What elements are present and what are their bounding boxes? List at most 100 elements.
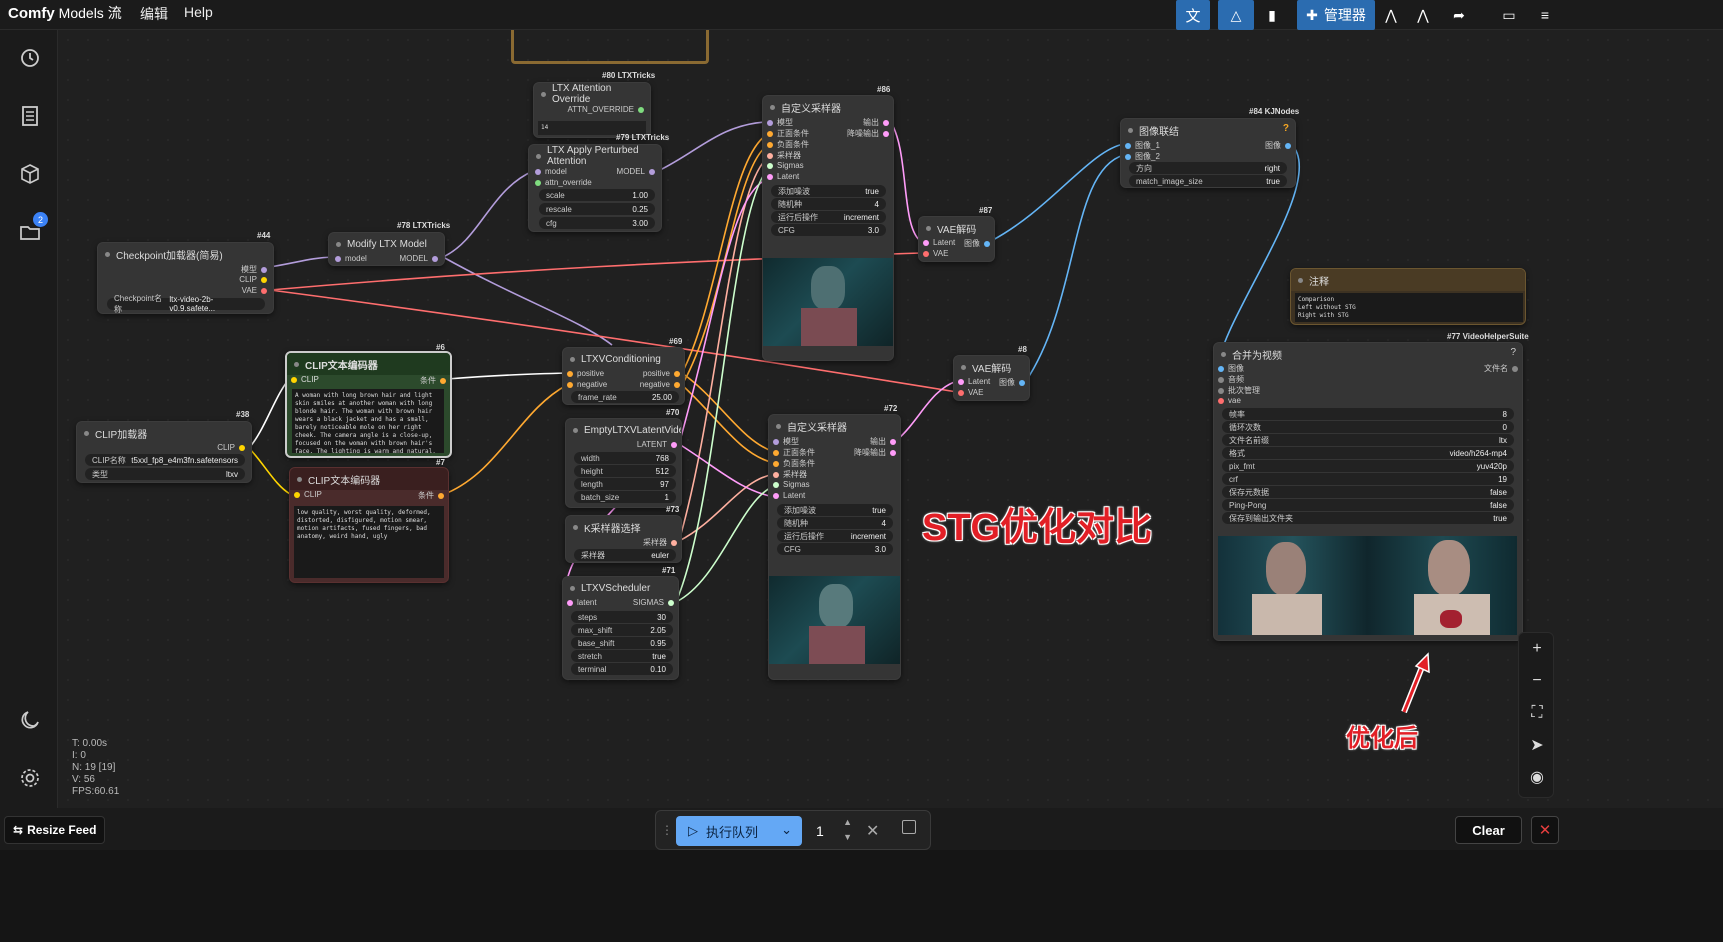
logo-b-button[interactable]: ⋀ (1410, 0, 1436, 30)
node-clip-text-encode-positive[interactable]: CLIP文本编码器 CLIP 条件 A woman with long brow… (285, 351, 452, 458)
node-vae-decode-8[interactable]: VAE解码 Latent VAE 图像 (953, 355, 1030, 401)
share-button[interactable]: ➦ (1446, 0, 1472, 30)
input-attn-override[interactable]: attn_override (531, 178, 592, 187)
video-preview-comparison[interactable] (1218, 536, 1517, 635)
fit-view-button[interactable]: ⛶ (1527, 703, 1547, 723)
help-mark[interactable]: ? (1510, 347, 1516, 358)
output-model[interactable]: MODEL (617, 167, 659, 176)
output-image[interactable]: 图像 (1265, 140, 1295, 151)
negative-prompt-text[interactable]: low quality, worst quality, deformed, di… (294, 506, 444, 578)
output-conditioning[interactable]: 条件 (420, 375, 450, 386)
help-mark[interactable]: ? (1282, 123, 1289, 134)
input-sigmas[interactable]: Sigmas (769, 480, 810, 489)
output-image[interactable]: 图像 (964, 238, 994, 249)
input-clip[interactable]: CLIP (287, 375, 319, 384)
logo-a-button[interactable]: ⋀ (1378, 0, 1404, 30)
node-vae-decode-87[interactable]: VAE解码 Latent VAE 图像 (918, 216, 995, 262)
select-mode-button[interactable]: ➤ (1527, 735, 1547, 755)
node-clip-text-encode-negative[interactable]: CLIP文本编码器 CLIP 条件 low quality, worst qua… (289, 467, 449, 583)
input-sampler[interactable]: 采样器 (763, 150, 801, 161)
input-sampler[interactable]: 采样器 (769, 469, 807, 480)
translate-button[interactable]: 文 (1176, 0, 1210, 30)
zoom-out-button[interactable]: − (1527, 671, 1547, 691)
sidebar-settings[interactable] (14, 762, 46, 794)
toggle-links-button[interactable]: ◉ (1527, 767, 1547, 787)
input-latent[interactable]: Latent (919, 238, 955, 247)
input-model[interactable]: model (331, 254, 367, 263)
input-negative[interactable]: 负面条件 (769, 458, 815, 469)
preview-image-without-stg[interactable] (763, 258, 893, 346)
node-custom-sampler-72[interactable]: 自定义采样器 模型 正面条件 负面条件 采样器 Sigmas Latent 输出… (768, 414, 901, 680)
output-model[interactable]: MODEL (400, 254, 442, 263)
input-positive[interactable]: 正面条件 (763, 128, 809, 139)
output-positive[interactable]: positive (643, 369, 684, 378)
menu-edit[interactable]: 编辑 (140, 6, 168, 22)
group-frame[interactable] (511, 30, 709, 64)
input-image-1[interactable]: 图像_1 (1121, 140, 1160, 151)
sidebar-theme-toggle[interactable] (14, 704, 46, 736)
output-clip[interactable]: CLIP (239, 275, 271, 284)
input-sigmas[interactable]: Sigmas (763, 161, 804, 170)
input-latent[interactable]: latent (563, 598, 597, 607)
queue-count-input[interactable]: 1 ▲ ▼ (806, 816, 856, 846)
input-negative[interactable]: 负面条件 (763, 139, 809, 150)
stepper-down-icon[interactable]: ▼ (843, 832, 852, 842)
input-vae[interactable]: vae (1214, 396, 1241, 405)
input-model[interactable]: 模型 (769, 436, 799, 447)
run-queue-button[interactable]: ▷执行队列 ⌄ (676, 816, 802, 846)
zoom-in-button[interactable]: + (1527, 639, 1547, 659)
output-model[interactable]: 模型 (241, 264, 271, 275)
output-output[interactable]: 输出 (870, 436, 900, 447)
stepper-up-icon[interactable]: ▲ (843, 817, 852, 827)
output-clip[interactable]: CLIP (217, 443, 249, 452)
sidebar-queue[interactable] (14, 100, 46, 132)
input-audio[interactable]: 音频 (1214, 374, 1244, 385)
output-vae[interactable]: VAE (242, 286, 271, 295)
node-custom-sampler-86[interactable]: 自定义采样器 模型 正面条件 负面条件 采样器 Sigmas Latent 输出… (762, 95, 894, 361)
output-filenames[interactable]: 文件名 (1484, 363, 1522, 374)
input-positive[interactable]: 正面条件 (769, 447, 815, 458)
output-image[interactable]: 图像 (999, 377, 1029, 388)
input-clip[interactable]: CLIP (290, 490, 322, 499)
node-note[interactable]: 注释 Comparison Left without STG Right wit… (1290, 268, 1526, 325)
input-latent[interactable]: Latent (763, 172, 799, 181)
preview-image-with-stg[interactable] (769, 576, 900, 664)
sidebar-history[interactable] (14, 42, 46, 74)
positive-prompt-text[interactable]: A woman with long brown hair and light s… (292, 389, 444, 453)
output-attn-override[interactable]: ATTN_OVERRIDE (567, 105, 648, 114)
node-ltx-apply-perturbed-attention[interactable]: LTX Apply Perturbed Attention model attn… (528, 144, 662, 232)
output-denoised[interactable]: 降噪输出 (847, 128, 893, 139)
output-output[interactable]: 输出 (863, 117, 893, 128)
stop-icon[interactable] (902, 820, 916, 834)
attention-text[interactable]: 14 (538, 121, 646, 135)
sidebar-node-library[interactable] (14, 158, 46, 190)
sidebar-models[interactable]: 2 (14, 212, 48, 248)
